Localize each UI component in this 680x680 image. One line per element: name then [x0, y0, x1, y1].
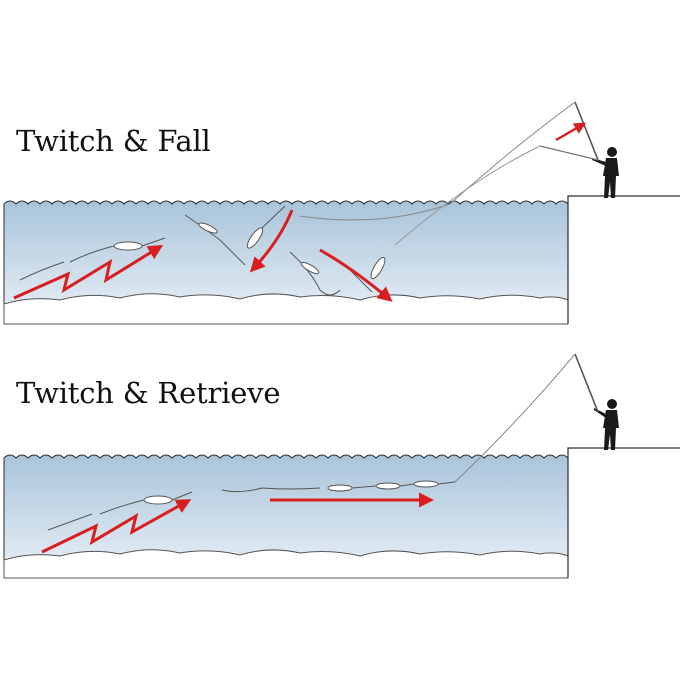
fishing-rod — [574, 353, 599, 413]
fishing-rod — [574, 101, 599, 161]
water-body — [3, 454, 569, 566]
panel-title-twitch-fall: Twitch & Fall — [16, 124, 211, 158]
rod-lift-arrow — [555, 122, 587, 142]
panel-title-twitch-retrieve: Twitch & Retrieve — [16, 376, 281, 410]
water-body — [3, 200, 569, 311]
fishing-line — [299, 101, 576, 221]
fishing-line — [454, 353, 576, 483]
lake-bottom — [3, 549, 569, 579]
lure-icon — [47, 480, 456, 531]
panel-twitch-fall — [3, 101, 680, 325]
shore-bank — [567, 447, 680, 578]
panel-twitch-retrieve — [3, 353, 680, 579]
lake-bottom — [3, 293, 569, 325]
twitch-zigzag-arrow — [13, 244, 164, 300]
fishing-rod-ghost — [539, 145, 599, 161]
fishing-line-ghost — [394, 145, 541, 246]
lure-icon — [19, 205, 386, 296]
shore-bank — [567, 195, 680, 324]
fall-arrow-1 — [249, 209, 294, 273]
fall-arrow-2 — [319, 248, 393, 302]
twitch-zigzag-arrow — [41, 499, 192, 554]
angler-figure-icon — [594, 399, 619, 450]
